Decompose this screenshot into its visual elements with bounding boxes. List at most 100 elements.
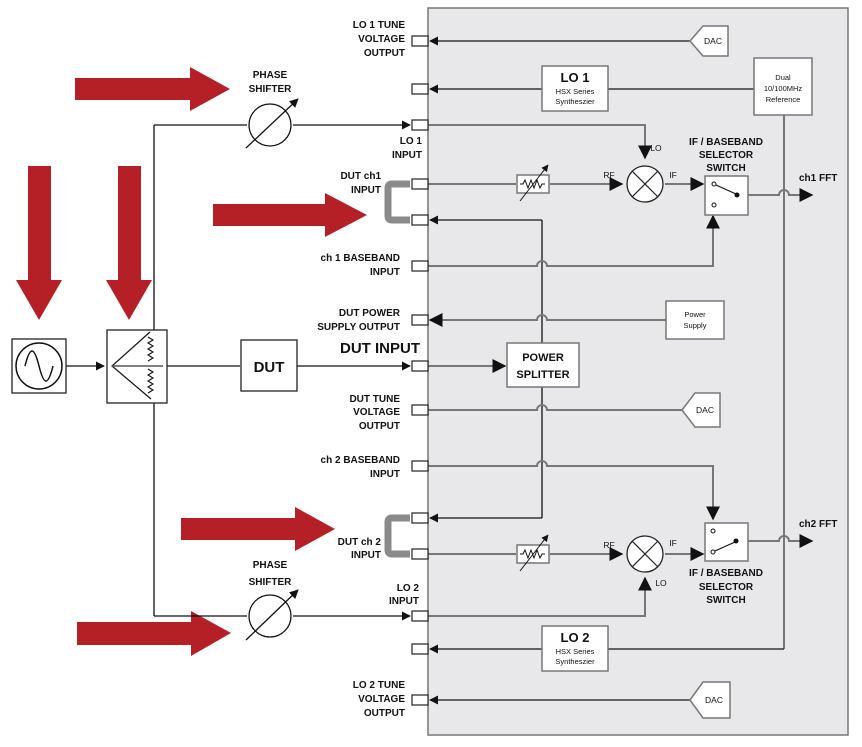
power-supply-line2: Supply [684, 321, 707, 330]
lo1-input-label-1: LO 1 [400, 136, 423, 147]
lo2-input-label-1: LO 2 [397, 583, 420, 594]
power-splitter-line1: POWER [522, 352, 564, 364]
dac-dut: DAC [681, 392, 721, 428]
port-ch2-splitter-out[interactable] [411, 512, 429, 524]
switch-ch1-label-3: SWITCH [706, 163, 745, 174]
switch-ch1-label-1: IF / BASEBAND [689, 137, 763, 148]
variable-attenuator-ch1 [516, 164, 550, 202]
red-arrow-source-down [16, 166, 62, 320]
ch2-baseband-label-1: ch 2 BASEBAND [321, 455, 400, 466]
port-labels: LO 1 TUNE VOLTAGE OUTPUT LO 1 INPUT DUT … [317, 20, 422, 719]
power-supply-line1: Power [684, 310, 706, 319]
signal-source [11, 338, 67, 394]
lo2-tune-label-3: OUTPUT [364, 708, 405, 719]
dut-tune-label-2: VOLTAGE [353, 407, 400, 418]
port-lo2-out[interactable] [411, 643, 429, 655]
red-arrow-phase-shifter-1 [75, 67, 230, 111]
lo1-line2: Syntheszier [555, 97, 595, 106]
phase-shifter-1-label-line2: SHIFTER [249, 84, 293, 95]
ch1-baseband-label-1: ch 1 BASEBAND [321, 253, 400, 264]
selector-switch-ch2: IF / BASEBAND SELECTOR SWITCH [689, 522, 763, 606]
phase-shifter-2-label-line1: PHASE [253, 560, 288, 571]
mixer-ch2-lo: LO [655, 578, 667, 588]
dac-lo2-label: DAC [705, 695, 723, 705]
dut-ch1-loop-cable [384, 180, 410, 224]
port-lo1-tune[interactable] [411, 35, 429, 47]
dut-ch1-label-1: DUT ch1 [340, 171, 381, 182]
selector-switch-ch1: IF / BASEBAND SELECTOR SWITCH [689, 137, 763, 216]
phase-shifter-1-label-line1: PHASE [253, 70, 288, 81]
port-dut-power[interactable] [411, 314, 429, 326]
power-supply-block: Power Supply [665, 300, 725, 340]
red-arrow-dut-ch2 [181, 507, 335, 551]
lo1-tune-label-1: LO 1 TUNE [353, 20, 406, 31]
dut-ch2-label-2: INPUT [351, 550, 381, 561]
mixer-ch2-rf: RF [603, 540, 614, 550]
dac-lo1: DAC [689, 25, 729, 57]
port-lo1-input[interactable] [411, 119, 429, 131]
red-arrow-dut-ch1 [213, 193, 367, 237]
lo1-tune-label-3: OUTPUT [364, 48, 405, 59]
port-lo2-tune[interactable] [411, 694, 429, 706]
dut-input-label: DUT INPUT [340, 340, 420, 357]
port-dut-tune[interactable] [411, 404, 429, 416]
ch1-baseband-label-2: INPUT [370, 267, 400, 278]
mixer-ch1-if: IF [669, 170, 677, 180]
panel-ports [411, 35, 429, 706]
port-ch1-baseband[interactable] [411, 260, 429, 272]
mixer-ch2-if: IF [669, 538, 677, 548]
dut-tune-label-1: DUT TUNE [349, 394, 400, 405]
mixer-ch2: RF IF LO [603, 535, 677, 588]
reference-line1: Dual [775, 73, 791, 82]
lo2-synthesizer: LO 2 HSX Series Syntheszier [541, 625, 609, 672]
internal-wiring [428, 36, 814, 705]
switch-ch1-label-2: SELECTOR [699, 150, 754, 161]
highlight-arrows [16, 67, 367, 656]
dac-dut-label: DAC [696, 405, 714, 415]
port-dut-ch1-input[interactable] [411, 178, 429, 190]
port-dut-ch2-input[interactable] [411, 548, 429, 560]
dut-ch1-label-2: INPUT [351, 185, 381, 196]
dac-lo2: DAC [689, 681, 731, 719]
lo2-tune-label-2: VOLTAGE [358, 694, 405, 705]
lo2-line2: Syntheszier [555, 657, 595, 666]
reference-block: Dual 10/100MHz Reference [753, 57, 813, 116]
phase-shifter-1: PHASE SHIFTER [245, 70, 299, 149]
reference-line2: 10/100MHz [764, 84, 803, 93]
switch-ch2-label-3: SWITCH [706, 595, 745, 606]
lo1-tune-label-2: VOLTAGE [358, 34, 405, 45]
reference-line3: Reference [766, 95, 801, 104]
port-lo1-out[interactable] [411, 83, 429, 95]
power-splitter-block: POWER SPLITTER [506, 342, 580, 388]
dut-power-label-2: SUPPLY OUTPUT [317, 322, 400, 333]
switch-ch2-label-2: SELECTOR [699, 582, 754, 593]
phase-shifter-2: PHASE SHIFTER [245, 560, 299, 641]
lo1-line1: HSX Series [556, 87, 595, 96]
port-ch1-splitter-out[interactable] [411, 214, 429, 226]
power-splitter-line2: SPLITTER [516, 369, 569, 381]
port-dut-input[interactable] [411, 360, 429, 372]
lo1-input-label-2: INPUT [392, 150, 422, 161]
red-arrow-phase-shifter-2 [77, 611, 231, 656]
dut-ch2-label-1: DUT ch 2 [338, 537, 382, 548]
ch2-fft-output-label: ch2 FFT [799, 519, 837, 530]
lo1-title: LO 1 [561, 70, 590, 85]
port-lo2-input[interactable] [411, 610, 429, 622]
mixer-ch1: RF IF LO [603, 143, 677, 203]
lo2-input-label-2: INPUT [389, 596, 419, 607]
port-ch2-baseband[interactable] [411, 460, 429, 472]
phase-shifter-2-label-line2: SHIFTER [249, 577, 293, 588]
lo2-title: LO 2 [561, 630, 590, 645]
lo2-line1: HSX Series [556, 647, 595, 656]
variable-attenuator-ch2 [516, 534, 550, 572]
red-arrow-splitter-down [106, 166, 152, 320]
dut-tune-label-3: OUTPUT [359, 421, 400, 432]
dut-power-label-1: DUT POWER [339, 308, 401, 319]
switch-ch2-label-1: IF / BASEBAND [689, 568, 763, 579]
lo1-synthesizer: LO 1 HSX Series Syntheszier [541, 65, 609, 112]
dut-ch2-loop-cable [384, 514, 410, 558]
mixer-ch1-lo: LO [650, 143, 662, 153]
dut-block: DUT [240, 339, 298, 392]
lo2-tune-label-1: LO 2 TUNE [353, 680, 406, 691]
